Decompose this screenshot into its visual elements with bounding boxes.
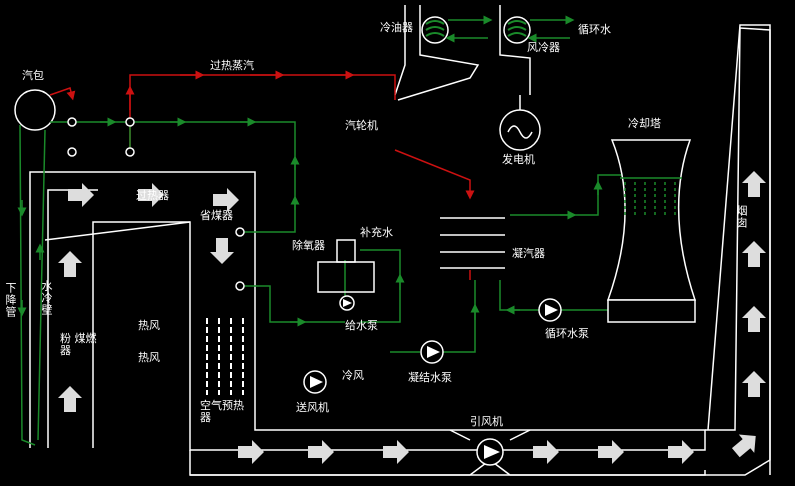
drum-label: 汽包 bbox=[22, 69, 44, 82]
deaerator-label: 除氧器 bbox=[292, 239, 325, 252]
economizer-label: 省煤器 bbox=[200, 209, 233, 222]
air-preheater bbox=[206, 318, 244, 395]
superheater-label: 过热器 bbox=[136, 189, 169, 202]
cold-air-label: 冷风 bbox=[342, 369, 364, 382]
condenser bbox=[440, 217, 505, 269]
valve-icons bbox=[67, 117, 245, 291]
hot-air-label-1: 热风 bbox=[138, 319, 160, 332]
pump-icon bbox=[420, 340, 444, 364]
superheated-steam-label: 过热蒸汽 bbox=[210, 59, 254, 72]
circ-water-label: 循环水 bbox=[578, 23, 611, 36]
cooling-tower bbox=[606, 139, 697, 323]
pump-icon bbox=[538, 298, 562, 322]
downcomer-label: 下降管 bbox=[4, 282, 17, 318]
circ-water-pump-label: 循环水泵 bbox=[545, 327, 589, 340]
oil-cooler-label: 冷油器 bbox=[380, 21, 413, 34]
hot-air-label-2: 热风 bbox=[138, 351, 160, 364]
fan-icon bbox=[476, 438, 504, 466]
flue-duct bbox=[189, 27, 771, 476]
induced-draft-fan-label: 引风机 bbox=[470, 415, 503, 428]
forced-draft-fan-label: 送风机 bbox=[296, 401, 329, 414]
air-preheater-label: 空气预热器 bbox=[200, 399, 244, 424]
makeup-water-label: 补充水 bbox=[360, 226, 393, 239]
spray-nozzle-icon bbox=[620, 177, 682, 218]
fan-icon bbox=[303, 370, 327, 394]
generator-label: 发电机 bbox=[502, 153, 535, 166]
water-wall-label: 水冷壁 bbox=[40, 280, 53, 316]
burner-label: 粉 煤燃 器 bbox=[60, 332, 97, 357]
air-cooler-label: 风冷器 bbox=[527, 41, 560, 54]
deaerator bbox=[317, 239, 375, 293]
water-line bbox=[19, 121, 680, 446]
cooling-tower-label: 冷却塔 bbox=[628, 117, 661, 130]
steam-drum bbox=[14, 89, 56, 131]
generator-icon bbox=[499, 95, 541, 151]
chimney-label: 烟囱 bbox=[735, 205, 748, 229]
turbine-label: 汽轮机 bbox=[345, 119, 378, 132]
air-cooler-icon bbox=[503, 16, 531, 44]
oil-cooler-icon bbox=[421, 16, 449, 44]
condensate-pump-label: 凝结水泵 bbox=[408, 371, 452, 384]
condenser-label: 凝汽器 bbox=[512, 247, 545, 260]
feedwater-pump-label: 给水泵 bbox=[345, 319, 378, 332]
pump-icon bbox=[339, 295, 355, 311]
turbine-casing bbox=[394, 5, 531, 101]
chimney bbox=[707, 24, 771, 475]
steam-line bbox=[49, 70, 475, 280]
